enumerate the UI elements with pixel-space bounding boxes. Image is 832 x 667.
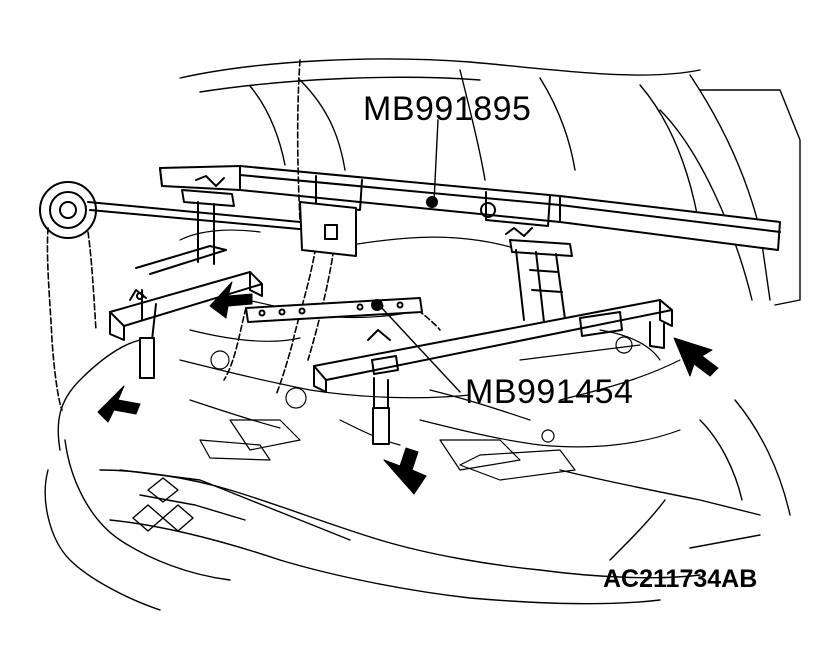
left-support-bracket — [109, 175, 263, 379]
leader-lines — [379, 119, 461, 393]
lifting-bar — [245, 297, 423, 323]
arrow-icon-center-upper — [209, 281, 253, 319]
hanging-chain-left — [46, 227, 97, 411]
arrow-icon-center-lower — [383, 447, 427, 495]
chain-pulley — [39, 181, 311, 239]
callout-label-mb991895: MB991895 — [363, 90, 532, 128]
arrow-markers — [97, 281, 719, 495]
grille-and-logo — [119, 469, 351, 541]
engine-support-beam — [159, 165, 781, 251]
right-support-bracket — [313, 227, 673, 445]
car-body-outline — [44, 58, 801, 611]
callout-label-mb991454: MB991454 — [465, 373, 634, 411]
engine-bay-components — [169, 229, 681, 481]
arrow-icon-right — [673, 337, 719, 377]
figure-code-label: AC211734AB — [603, 565, 758, 593]
arrow-icon-left-lower — [97, 385, 141, 423]
center-hook-block — [299, 201, 357, 257]
